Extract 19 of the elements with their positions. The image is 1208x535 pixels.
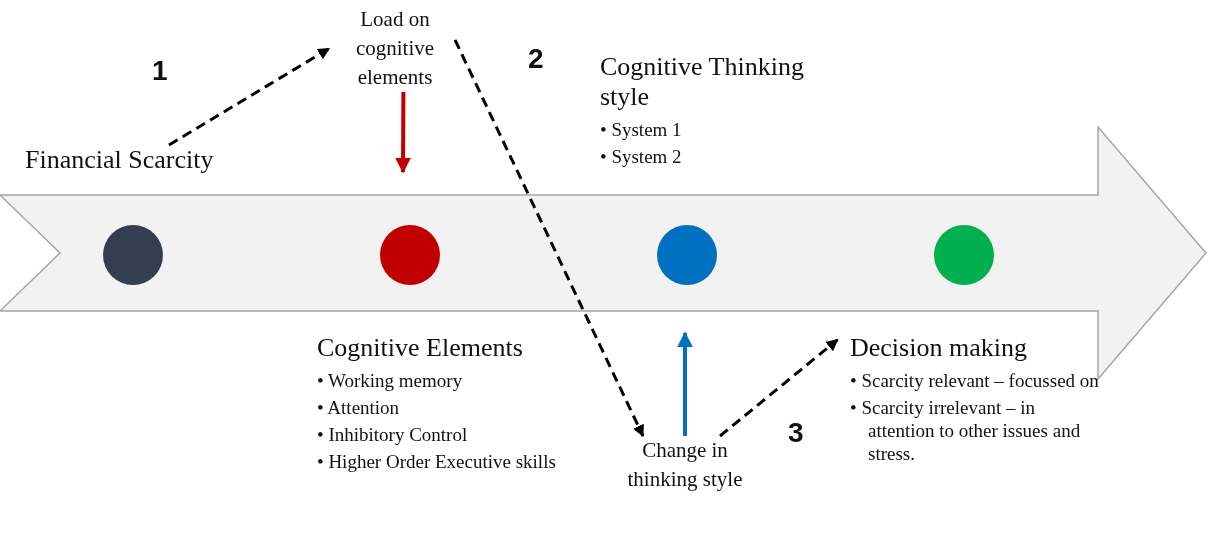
bullet-item: • Higher Order Executive skills (317, 450, 557, 473)
heading-text: Cognitive Thinking style (600, 52, 805, 112)
arrow (395, 92, 412, 174)
heading-text: Decision making (850, 333, 1028, 363)
arrow (719, 338, 839, 438)
arrow (677, 331, 693, 436)
bullet-item: • System 1 (600, 118, 683, 141)
bullet-item: • Attention (317, 396, 401, 419)
heading-text: Cognitive Elements (317, 333, 524, 363)
arrow (453, 39, 645, 438)
bullet-item: • Inhibitory Control (317, 423, 469, 446)
arrow (168, 47, 331, 147)
step-label: Change in thinking style (615, 436, 755, 494)
bullet-item: • Working memory (317, 369, 464, 392)
bullet-item: • System 2 (600, 145, 683, 168)
start-label: Financial Scarcity (25, 145, 265, 175)
step-label: Load on cognitive elements (335, 5, 455, 92)
bullet-item: • Scarcity relevant – focussed on (850, 369, 1100, 392)
bullet-item: • Scarcity irrelevant – in attention to other issues and stress. (850, 396, 1082, 465)
